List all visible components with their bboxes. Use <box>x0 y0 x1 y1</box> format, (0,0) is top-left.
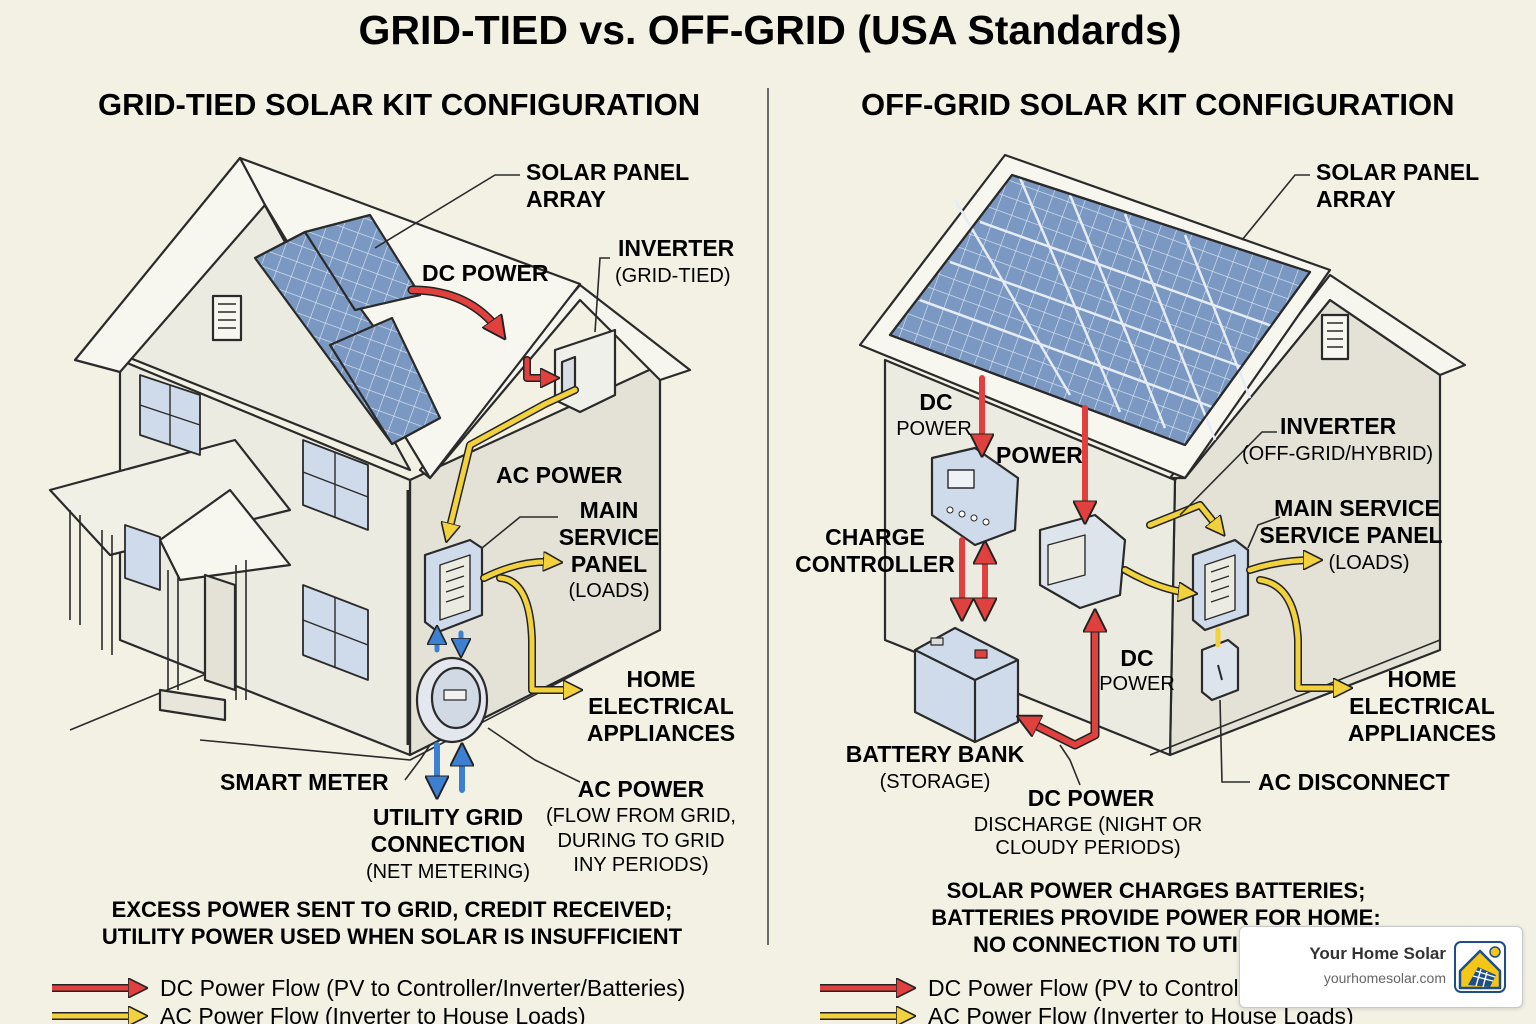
label-r-main-panel-line2: SERVICE PANEL <box>1259 522 1442 548</box>
label-main-panel-line2: SERVICE <box>559 524 660 550</box>
label-main-panel-line3: PANEL <box>571 551 647 577</box>
label-r-dc-top-line2: POWER <box>896 418 972 440</box>
off-grid-leader-lines <box>1059 174 1310 786</box>
label-r-charge-line1: CHARGE <box>825 524 925 550</box>
grid-tied-arrows <box>407 285 575 790</box>
label-main-panel-sub: (LOADS) <box>568 580 649 602</box>
label-r-home-line1: HOME <box>1388 666 1457 692</box>
label-ac-power-flow: AC POWER <box>578 776 705 802</box>
off-grid-house <box>858 153 1467 757</box>
label-r-dc-mid-line1: DC <box>1120 645 1153 671</box>
label-r-dc-top-line1: DC <box>919 389 952 415</box>
label-solar-panel-line1: SOLAR PANEL <box>526 159 689 185</box>
brand-url[interactable]: yourhomesolar.com <box>1323 970 1446 986</box>
label-ac-flow-sub-line3: INY PERIODS) <box>573 854 708 876</box>
label-solar-panel-line2: ARRAY <box>526 186 606 212</box>
brand-badge[interactable]: Your Home Solar yourhomesolar.com <box>1239 926 1523 1008</box>
off-grid-heading: OFF-GRID SOLAR KIT CONFIGURATION <box>861 87 1455 122</box>
label-smart-meter: SMART METER <box>220 769 389 795</box>
house-solar-logo-icon <box>1454 941 1506 993</box>
label-inverter: INVERTER <box>618 235 735 261</box>
label-r-main-panel-line1: MAIN SERVICE <box>1274 495 1440 521</box>
label-utility-line1: UTILITY GRID <box>373 804 523 830</box>
label-ac-flow-sub-line1: (FLOW FROM GRID, <box>546 805 736 827</box>
label-r-home-line2: ELECTRICAL <box>1349 693 1495 719</box>
off-grid-arrows <box>962 375 1345 750</box>
label-ac-power: AC POWER <box>496 462 623 488</box>
label-r-power: POWER <box>996 442 1083 468</box>
label-r-dc-bottom-sub-line1: DISCHARGE (NIGHT OR <box>974 814 1203 836</box>
label-r-dc-mid-line2: POWER <box>1099 673 1175 695</box>
brand-name: Your Home Solar <box>1309 944 1446 963</box>
legend: DC Power Flow (PV to Controller/Inverter… <box>52 975 1354 1024</box>
grid-tied-house <box>48 156 692 761</box>
label-home-line3: APPLIANCES <box>587 720 735 746</box>
label-dc-power: DC POWER <box>422 260 549 286</box>
legend-r-ac-text: AC Power Flow (Inverter to House Loads) <box>928 1003 1354 1024</box>
label-r-home-line3: APPLIANCES <box>1348 720 1496 746</box>
label-r-inverter: INVERTER <box>1280 413 1397 439</box>
grid-tied-leader-lines <box>374 174 610 783</box>
label-r-battery: BATTERY BANK <box>846 741 1025 767</box>
grid-tied-heading: GRID-TIED SOLAR KIT CONFIGURATION <box>98 87 700 122</box>
legend-r-dc-text: DC Power Flow (PV to Controlle <box>928 975 1257 1001</box>
off-grid-labels: OFF-GRID SOLAR KIT CONFIGURATION SOLAR P… <box>795 87 1496 957</box>
legend-dc-text: DC Power Flow (PV to Controller/Inverter… <box>160 975 685 1001</box>
label-inverter-sub: (GRID-TIED) <box>615 265 731 287</box>
off-grid-note-line3: NO CONNECTION TO UTIL <box>973 932 1251 957</box>
off-grid-note-line2: BATTERIES PROVIDE POWER FOR HOME: <box>931 905 1380 930</box>
label-r-ac-disconnect: AC DISCONNECT <box>1258 769 1450 795</box>
label-r-main-panel-sub: (LOADS) <box>1328 552 1409 574</box>
label-home-line1: HOME <box>627 666 696 692</box>
label-r-solar-panel-line2: ARRAY <box>1316 186 1396 212</box>
legend-ac-text: AC Power Flow (Inverter to House Loads) <box>160 1003 586 1024</box>
label-r-dc-bottom: DC POWER <box>1028 785 1155 811</box>
label-r-charge-line2: CONTROLLER <box>795 551 955 577</box>
label-utility-sub: (NET METERING) <box>366 861 530 883</box>
grid-tied-note-line2: UTILITY POWER USED WHEN SOLAR IS INSUFFI… <box>102 924 683 949</box>
label-main-panel-line1: MAIN <box>580 497 639 523</box>
main-title: GRID-TIED vs. OFF-GRID (USA Standards) <box>358 7 1181 53</box>
label-home-line2: ELECTRICAL <box>588 693 734 719</box>
label-r-dc-bottom-sub-line2: CLOUDY PERIODS) <box>995 837 1180 859</box>
label-ac-flow-sub-line2: DURING TO GRID <box>557 830 724 852</box>
label-r-solar-panel-line1: SOLAR PANEL <box>1316 159 1479 185</box>
label-r-battery-sub: (STORAGE) <box>880 771 991 793</box>
label-utility-line2: CONNECTION <box>371 831 526 857</box>
off-grid-note-line1: SOLAR POWER CHARGES BATTERIES; <box>947 878 1366 903</box>
grid-tied-note-line1: EXCESS POWER SENT TO GRID, CREDIT RECEIV… <box>112 897 673 922</box>
label-r-inverter-sub: (OFF-GRID/HYBRID) <box>1242 443 1433 465</box>
grid-tied-labels: GRID-TIED SOLAR KIT CONFIGURATION SOLAR … <box>98 87 736 949</box>
